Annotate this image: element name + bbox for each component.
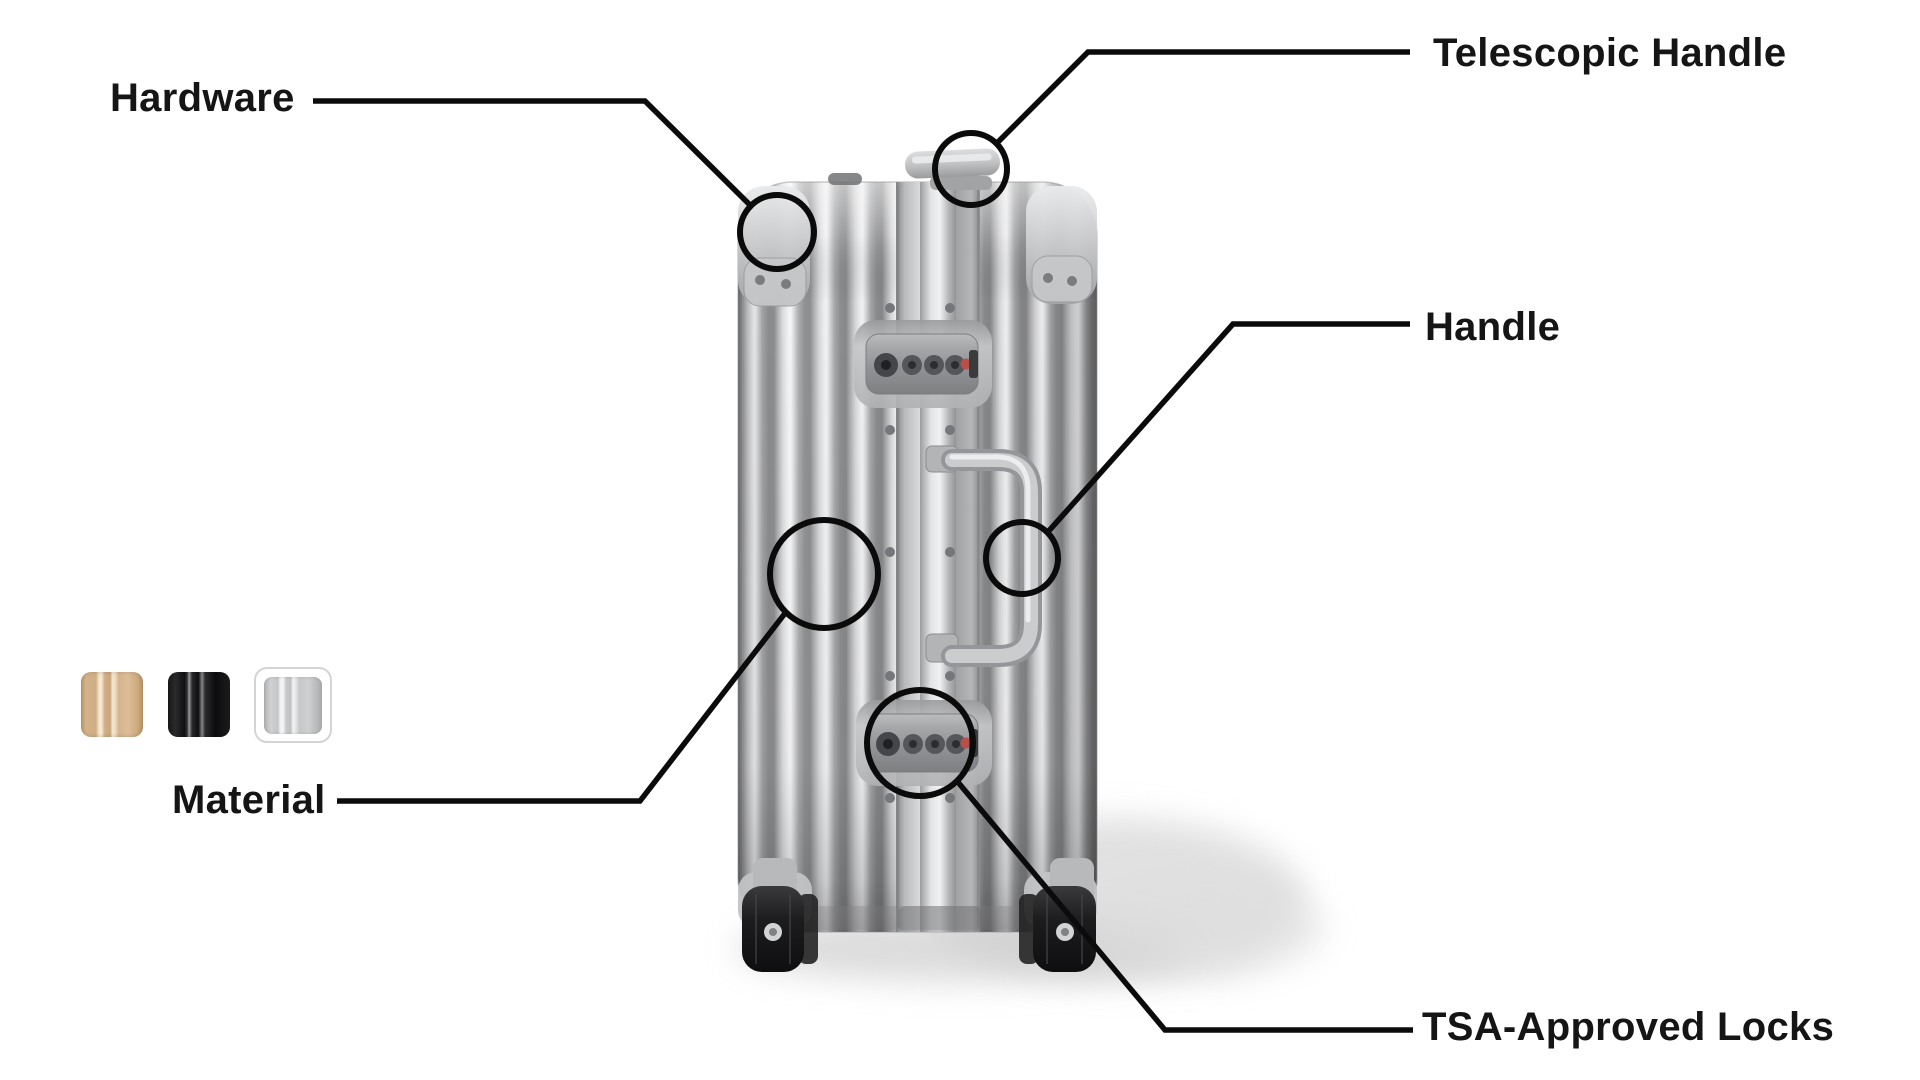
callout-overlay [313, 49, 1413, 1033]
color-swatch-silver [264, 676, 322, 734]
corner-cap-top-left [738, 186, 810, 307]
tsa-callout-circle [864, 687, 976, 799]
tsa-callout-line [954, 779, 1413, 1033]
color-swatch-silver-selected[interactable] [254, 667, 332, 743]
corner-cap-top-right [1026, 186, 1097, 304]
frame-band [896, 182, 980, 932]
telescopic-handle-grip [905, 148, 1001, 190]
material-callout-circle [767, 517, 881, 631]
color-swatch-gold[interactable] [81, 672, 143, 737]
tsa-lock-top [854, 320, 992, 408]
handle-callout-circle [983, 519, 1061, 597]
tsa-locks-label: TSA-Approved Locks [1422, 1005, 1835, 1049]
hardware-label: Hardware [110, 76, 295, 120]
wheel-front-right [1033, 858, 1096, 972]
color-swatch-black[interactable] [168, 672, 230, 737]
material-callout-line [337, 610, 789, 804]
material-label: Material [172, 778, 326, 822]
frame-rivets [885, 303, 955, 803]
handle-callout-line [1044, 321, 1410, 535]
telescopic-callout-circle [932, 130, 1010, 208]
side-handle [925, 445, 1042, 667]
hardware-callout-line [313, 98, 753, 208]
hardware-callout-circle [737, 192, 817, 272]
telescopic-callout-line [994, 49, 1410, 146]
wheel-front-left [742, 858, 804, 972]
telescopic-handle-label: Telescopic Handle [1433, 31, 1787, 75]
handle-label: Handle [1425, 305, 1561, 349]
suitcase-body [737, 148, 1098, 972]
lock-red-dot [960, 737, 972, 749]
lock-red-dot [960, 358, 972, 370]
tsa-lock-bottom [856, 700, 992, 786]
top-slot [828, 173, 862, 185]
